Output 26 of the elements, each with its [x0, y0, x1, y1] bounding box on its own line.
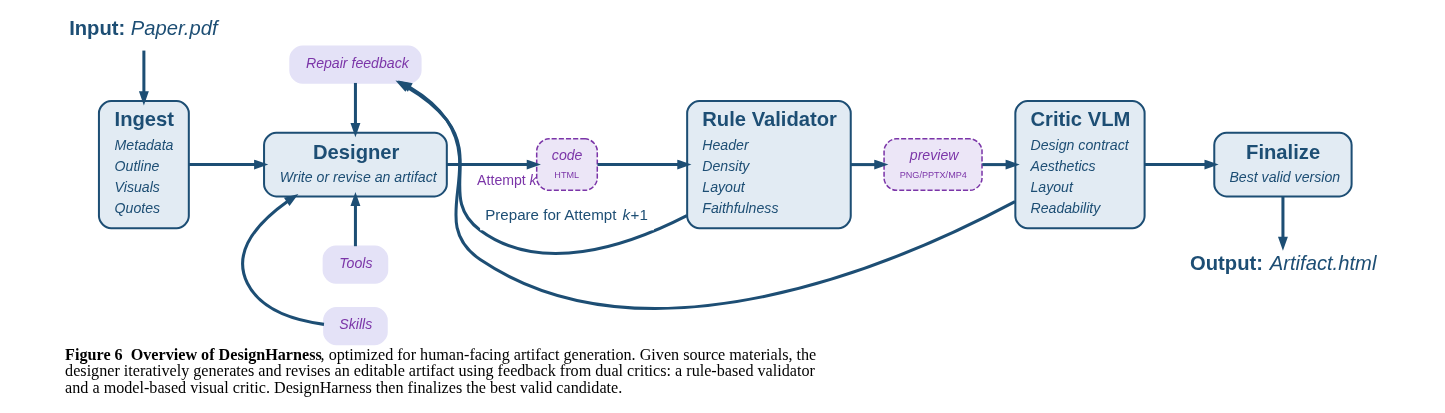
arrow [138, 50, 149, 106]
arrow [597, 159, 692, 170]
arrow [241, 193, 325, 326]
arrow [446, 159, 541, 170]
node-box: Finalize Best valid version [1213, 131, 1353, 198]
node-label: Attempt k [477, 172, 537, 189]
node-box: Rule Validator Header Density Layout Faithfulness [686, 99, 852, 230]
arrow [1277, 196, 1288, 251]
node-box: Skills [323, 307, 388, 346]
node-box: Tools [322, 245, 389, 284]
node-box: Repair feedback [289, 45, 422, 84]
node-box: Ingest Metadata Outline Visuals Quotes [97, 99, 190, 230]
arrow [350, 191, 361, 247]
arrow [1144, 159, 1219, 170]
arrow [851, 159, 889, 170]
node-text: Output: Artifact.html [1190, 251, 1377, 274]
node-text: Input: Paper.pdf [69, 17, 218, 40]
edge-label: Prepare for Attempt k+1 [485, 205, 648, 223]
caption: Figure 6 Overview of DesignHarness, optimized for human-facing artifact generation. Given source materials, the designer iteratively generates and revises an editable artifact using feedback from dual critics: a rule-based validator and a model-based visual critic. DesignHarness then finalizes the best valid candidate. [65, 346, 817, 396]
node-box: code HTML [535, 138, 599, 192]
node-box: Critic VLM Design contract Aesthetics Layout Readability [1014, 99, 1146, 230]
arrow [189, 159, 269, 170]
node-box: preview PNG/PPTX/MP4 [883, 138, 983, 192]
arrow [982, 159, 1020, 170]
node-box: Designer Write or revise an artifact [263, 131, 448, 198]
arrow [350, 82, 361, 138]
